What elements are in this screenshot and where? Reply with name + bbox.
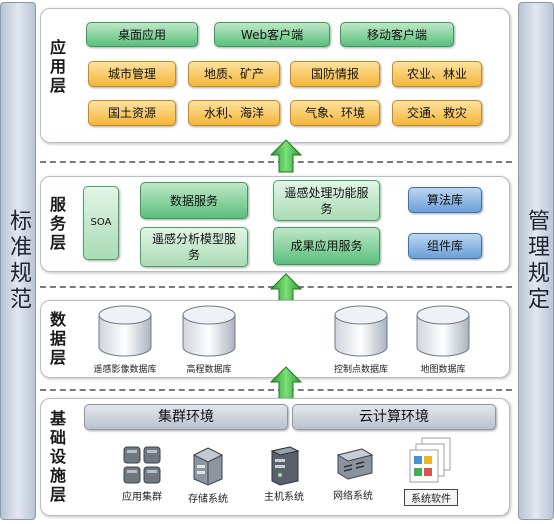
agriculture-forestry-box: 农业、林业	[392, 61, 482, 87]
infra-label-system-software: 系统软件	[404, 489, 458, 506]
db-label-map: 地图数据库	[420, 365, 466, 375]
database-icon	[98, 305, 152, 357]
storage-system-icon	[192, 447, 224, 486]
desktop-app-box: 桌面应用	[86, 22, 198, 47]
mobile-client-box: 移动客户端	[340, 22, 454, 47]
database-icon	[416, 305, 470, 357]
infra-label-network: 网络系统	[333, 491, 373, 502]
data-layer-label: 数据层	[47, 310, 66, 368]
weather-environment-box: 气象、环境	[290, 100, 380, 126]
defense-intel-box: 国防情报	[290, 61, 380, 87]
up-arrow-icon	[270, 366, 302, 400]
land-resources-box: 国土资源	[88, 100, 176, 126]
application-layer-label: 应用层	[47, 39, 66, 96]
management-sidebar: 管理规定	[518, 2, 554, 520]
infra-label-app-cluster: 应用集群	[122, 492, 162, 503]
separator-data-infra	[40, 389, 512, 391]
management-label: 管理规定	[524, 209, 549, 313]
infra-label-storage: 存储系统	[188, 494, 228, 505]
database-icon	[334, 305, 388, 357]
water-ocean-box: 水利、海洋	[188, 100, 280, 126]
separator-app-service	[40, 161, 512, 163]
soa-box: SOA	[83, 186, 119, 260]
system-software-icon	[409, 437, 451, 483]
host-system-icon	[270, 446, 300, 486]
app-cluster-icon	[123, 446, 161, 484]
component-library-box: 组件库	[408, 233, 482, 259]
rs-analysis-service-box: 遥感分析模型服务	[140, 227, 248, 267]
cluster-environment-box: 集群环境	[84, 404, 288, 430]
infra-label-host: 主机系统	[264, 492, 304, 503]
up-arrow-icon	[270, 139, 302, 173]
db-label-elevation: 高程数据库	[186, 365, 232, 375]
cloud-environment-box: 云计算环境	[292, 404, 496, 430]
db-label-rs-image: 遥感影像数据库	[93, 365, 157, 375]
web-client-box: Web客户端	[214, 22, 330, 47]
data-service-box: 数据服务	[140, 182, 248, 219]
traffic-disaster-box: 交通、救灾	[392, 100, 482, 126]
database-icon	[182, 305, 236, 357]
network-system-icon	[336, 448, 374, 480]
service-layer-label: 服务层	[47, 195, 66, 253]
urban-management-box: 城市管理	[88, 61, 176, 87]
infrastructure-layer-label: 基础设施层	[47, 409, 66, 505]
result-app-service-box: 成果应用服务	[273, 227, 380, 265]
rs-processing-service-box: 遥感处理功能服务	[273, 180, 380, 221]
algorithm-library-box: 算法库	[408, 187, 482, 213]
standards-sidebar: 标准规范	[0, 2, 36, 520]
standards-label: 标准规范	[6, 209, 31, 313]
geology-mining-box: 地质、矿产	[188, 61, 280, 87]
db-label-control-point: 控制点数据库	[333, 365, 388, 375]
